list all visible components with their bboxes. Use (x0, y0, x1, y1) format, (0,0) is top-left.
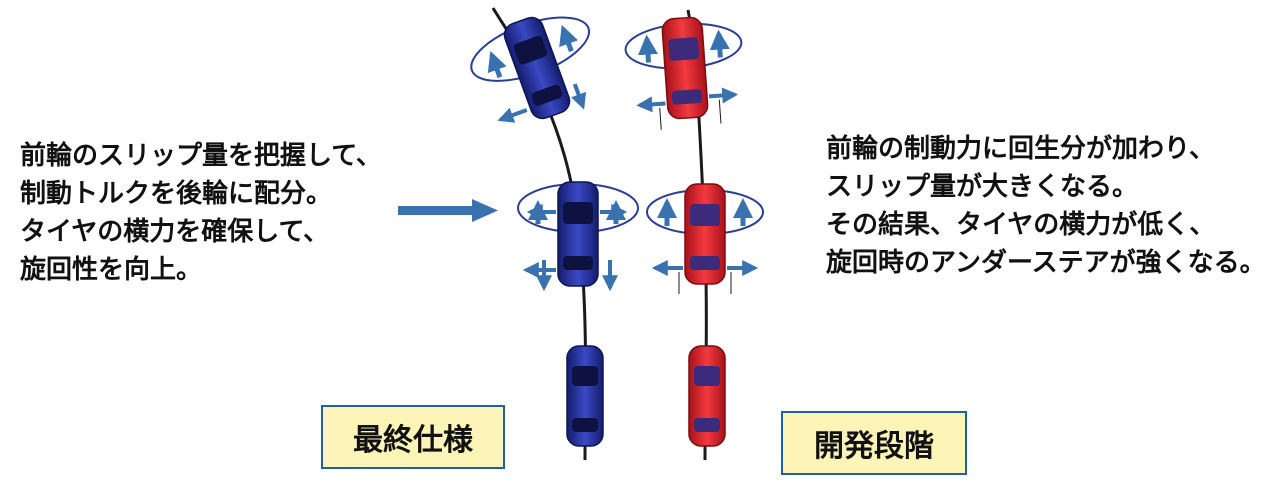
blue-car-middle (517, 181, 639, 292)
right-description-line: 前輪の制動力に回生分が加わり、 (826, 134, 1215, 164)
left-description: 前輪のスリップ量を把握して、 制動トルクを後輪に配分。 タイヤの横力を確保して、… (20, 137, 382, 289)
left-description-line: 旋回性を向上。 (20, 255, 203, 285)
left-description-line: タイヤの横力を確保して、 (20, 217, 330, 247)
final-spec-label: 最終仕様 (321, 405, 505, 469)
process-arrow (398, 199, 498, 222)
red-car-middle (646, 183, 764, 294)
red-car-bottom (688, 345, 726, 447)
right-description: 前輪の制動力に回生分が加わり、 スリップ量が大きくなる。 その結果、タイヤの横力… (826, 130, 1266, 282)
right-description-line: 旋回時のアンダーステアが強くなる。 (826, 248, 1266, 278)
right-description-line: その結果、タイヤの横力が低く、 (826, 210, 1216, 240)
development-stage-label: 開発段階 (781, 411, 967, 475)
red-car-top (624, 16, 743, 130)
blue-car-bottom (566, 345, 604, 447)
left-description-line: 制動トルクを後輪に配分。 (20, 179, 333, 209)
right-description-line: スリップ量が大きくなる。 (826, 172, 1139, 202)
left-description-line: 前輪のスリップ量を把握して、 (20, 141, 382, 171)
blue-car-top (470, 16, 591, 123)
